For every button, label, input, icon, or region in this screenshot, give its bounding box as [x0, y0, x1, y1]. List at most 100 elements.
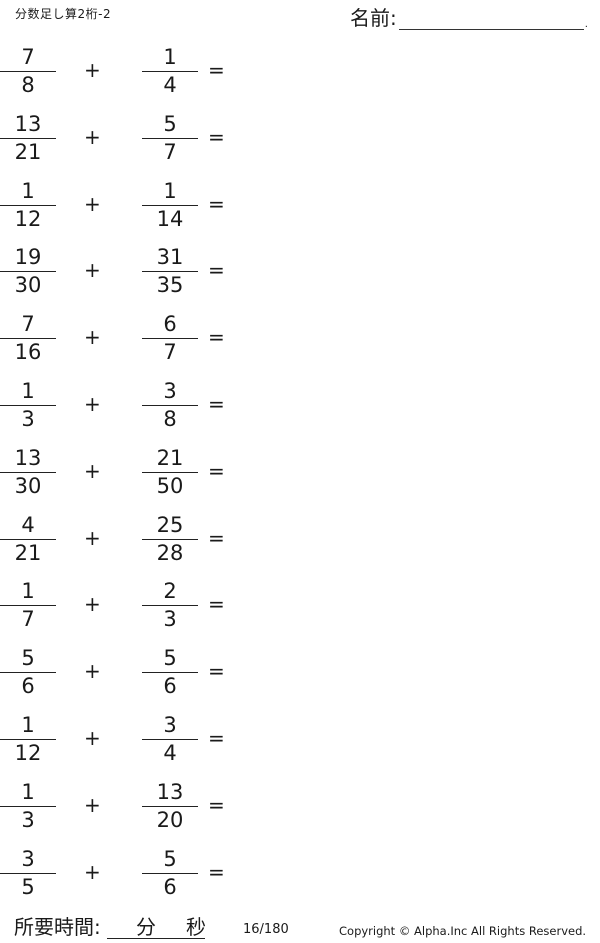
name-label: 名前:	[350, 6, 397, 30]
plus-sign: +	[84, 124, 101, 149]
equals-sign: =	[208, 458, 225, 483]
denominator: 8	[21, 73, 35, 97]
fraction-bar	[0, 71, 56, 72]
denominator: 21	[14, 540, 42, 565]
fraction-bar	[142, 405, 198, 406]
denominator: 50	[156, 473, 184, 498]
denominator: 3	[21, 407, 35, 431]
numerator: 4	[21, 512, 35, 537]
denominator: 12	[14, 741, 42, 765]
equals-sign: =	[208, 325, 225, 350]
equals-sign: =	[208, 124, 225, 149]
numerator: 3	[163, 713, 177, 737]
plus-sign: +	[84, 792, 101, 817]
equals-sign: =	[208, 859, 225, 884]
numerator: 1	[163, 45, 177, 69]
equals-sign: =	[208, 792, 225, 817]
worksheet-title: 分数足し算2桁-2	[15, 7, 112, 21]
fraction-bar	[142, 605, 198, 607]
denominator: 30	[14, 273, 42, 298]
denominator: 6	[163, 674, 177, 699]
fraction-bar	[0, 271, 56, 273]
fraction-bar	[0, 405, 56, 406]
plus-sign: +	[84, 592, 101, 617]
name-field: 名前: .	[350, 6, 588, 30]
fraction-bar	[0, 672, 56, 674]
plus-sign: +	[84, 325, 101, 350]
plus-sign: +	[84, 726, 101, 750]
denominator: 3	[163, 607, 177, 632]
plus-sign: +	[84, 392, 101, 416]
fraction-bar	[0, 538, 56, 540]
equals-sign: =	[208, 191, 225, 216]
fraction-bar	[142, 204, 198, 206]
plus-sign: +	[84, 258, 101, 283]
copyright-notice: Copyright © Alpha.Inc All Rights Reserve…	[339, 924, 587, 938]
fraction-bar	[142, 805, 198, 807]
numerator: 5	[163, 846, 177, 871]
fraction-bar	[142, 872, 198, 874]
equals-sign: =	[208, 258, 225, 283]
plus-sign: +	[84, 58, 101, 82]
denominator: 30	[14, 473, 42, 498]
denominator: 5	[21, 874, 35, 899]
fraction-bar	[142, 71, 198, 72]
denominator: 7	[163, 139, 177, 164]
denominator: 4	[163, 73, 177, 97]
plus-sign: +	[84, 525, 101, 550]
page-number: 16/180	[243, 922, 289, 937]
fraction-bar	[0, 805, 56, 807]
fraction-bar	[0, 872, 56, 874]
time-blank-line[interactable]	[107, 914, 205, 939]
fraction-bar	[142, 271, 198, 273]
numerator: 13	[156, 779, 184, 804]
fraction-bar	[142, 137, 198, 139]
denominator: 20	[156, 807, 184, 832]
numerator: 1	[21, 379, 35, 403]
fraction-bar	[142, 672, 198, 674]
fraction-bar	[142, 538, 198, 540]
denominator: 12	[14, 206, 42, 231]
plus-sign: +	[84, 458, 101, 483]
numerator: 1	[21, 779, 35, 804]
equals-sign: =	[208, 726, 225, 750]
denominator: 4	[163, 741, 177, 765]
equals-sign: =	[208, 659, 225, 684]
minutes-unit: 分	[136, 915, 156, 939]
numerator: 3	[21, 846, 35, 871]
denominator: 14	[156, 206, 184, 231]
fraction-bar	[142, 338, 198, 340]
name-blank-line[interactable]	[398, 9, 584, 30]
denominator: 28	[156, 540, 184, 565]
numerator: 1	[163, 178, 177, 203]
numerator: 31	[156, 245, 184, 270]
fraction-bar	[142, 471, 198, 473]
